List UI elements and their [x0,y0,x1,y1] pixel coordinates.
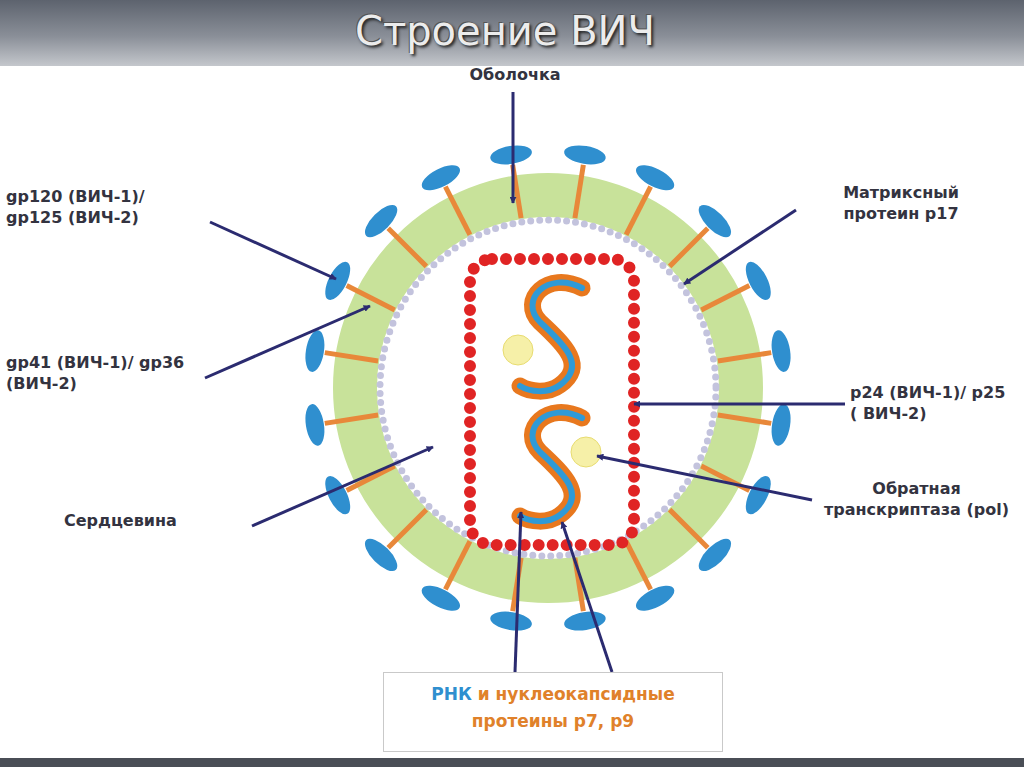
legend-box: РНК и нуклеокапсидные протеины p7, p9 [383,672,723,752]
gp120-cap [303,403,327,447]
gp41-stem [347,466,395,491]
gp120-cap [418,160,464,195]
gp120-cap [418,581,464,616]
gp41-stem [670,510,708,548]
capsid [470,259,634,545]
gp41-stem [325,353,378,361]
rna [520,282,582,521]
gp41-stem [445,187,470,235]
gp120-cap [489,143,533,167]
gp120-cap [489,609,533,633]
leader-lines [205,92,845,672]
nucleocapsid-text: и нуклеокапсидные протеины p7, p9 [472,684,675,731]
gp120-cap [632,581,678,616]
gp120-cap [694,200,736,242]
gp41-stem [347,285,395,310]
gp41-stem [626,187,651,235]
gp120-cap [303,329,327,373]
gp41-stem [388,510,426,548]
gp120-cap [741,472,776,518]
gp120-cap [769,329,793,373]
gp120-cap [741,258,776,304]
gp120-cap [769,403,793,447]
callout-label: Сердцевина [64,510,254,531]
gp41-stem [445,541,470,589]
gp41-stem [626,541,651,589]
callout-label: p24 (ВИЧ-1)/ p25 ( ВИЧ-2) [850,382,1018,424]
gp41-stem [388,228,426,266]
rna-text: РНК [431,684,472,704]
gp120-cap [563,143,607,167]
gp41-stem [718,353,771,361]
callout-label: gp120 (ВИЧ-1)/ gp125 (ВИЧ-2) [6,186,186,228]
slide-title: Строение ВИЧ [355,8,655,54]
footer-bar [0,758,1024,767]
callout-label: Оболочка [415,64,615,85]
gp41-stem [670,228,708,266]
gp120-cap [320,258,355,304]
envelope-ring [355,195,741,581]
callout-label: Матриксный протеин p17 [806,182,996,224]
reverse-transcriptase [571,437,601,467]
gp120-cap [360,534,402,576]
spikes [303,143,794,634]
callout-label: Обратная транскриптаза (pol) [814,478,1019,520]
gp120-cap [694,534,736,576]
gp41-stem [701,285,749,310]
matrix-layer [380,220,716,556]
gp120-cap [563,609,607,633]
reverse-transcriptase [503,335,533,365]
gp41-stem [325,415,378,423]
gp41-stem [718,415,771,423]
gp41-stem [575,165,583,218]
gp120-cap [360,200,402,242]
gp120-cap [632,160,678,195]
callout-label: gp41 (ВИЧ-1)/ gp36 (ВИЧ-2) [6,352,186,394]
